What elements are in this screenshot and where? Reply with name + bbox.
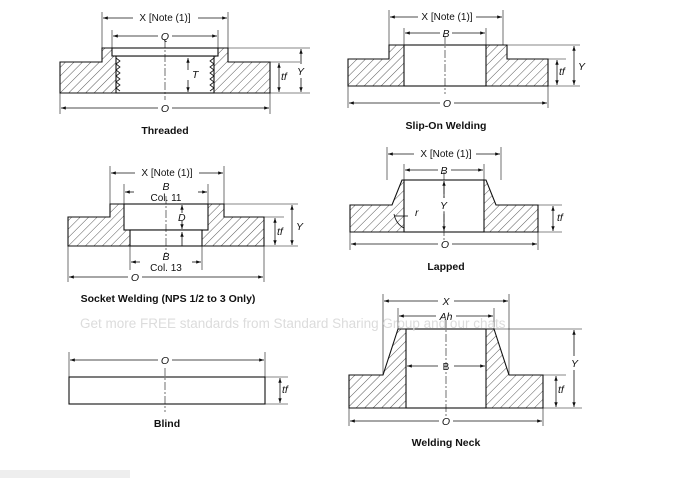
slipon-y-label: Y: [578, 61, 586, 73]
socket-b-top-label: B: [162, 181, 169, 193]
slipon-o-label: O: [443, 98, 451, 110]
weldneck-x-label: X: [441, 296, 450, 308]
bottom-scroll-strip: [0, 470, 130, 478]
lapped-caption: Lapped: [427, 261, 464, 273]
lapped-x-label: X [Note (1)]: [420, 149, 471, 160]
slipon-x-label: X [Note (1)]: [421, 12, 472, 23]
lapped-r-label: r: [415, 207, 419, 219]
threaded-q-label: Q: [161, 31, 169, 43]
watermark-text: Get more FREE standards from Standard Sh…: [80, 316, 506, 331]
socket-col13-label: Col. 13: [150, 263, 182, 274]
threaded-t-label: T: [192, 69, 200, 81]
lapped-b-label: B: [440, 165, 447, 177]
slipon-tf-label: tf: [559, 66, 566, 78]
threaded-y-label: Y: [297, 66, 305, 78]
socket-b-bottom-label: B: [162, 251, 169, 263]
thread-marks: [115, 57, 215, 92]
socket-x-label: X [Note (1)]: [141, 168, 192, 179]
weldneck-caption: Welding Neck: [412, 437, 481, 449]
socket-tf-label: tf: [277, 226, 284, 238]
view-blind: O tf Blind: [68, 352, 293, 430]
blind-caption: Blind: [154, 418, 180, 430]
slipon-caption: Slip-On Welding: [406, 120, 487, 132]
weldneck-y-label: Y: [571, 358, 579, 370]
weldneck-o-label: O: [442, 416, 450, 428]
socket-o-label: O: [131, 272, 139, 284]
socket-col11-label: Col. 11: [151, 193, 182, 204]
threaded-caption: Threaded: [141, 125, 188, 137]
threaded-x-label: X [Note (1)]: [139, 13, 190, 24]
socket-caption: Socket Welding (NPS 1/2 to 3 Only): [81, 293, 256, 305]
lapped-y-label: Y: [440, 200, 448, 212]
blind-tf-label: tf: [282, 384, 289, 396]
view-threaded: X [Note (1)] Q T tf Y O Threaded: [59, 12, 310, 137]
threaded-o-label: O: [161, 103, 169, 115]
blind-o-label: O: [161, 355, 169, 367]
lapped-tf-label: tf: [557, 212, 564, 224]
view-slip-on: X [Note (1)] B tf Y O Slip-On Welding: [347, 10, 587, 132]
socket-d-label: D: [178, 212, 186, 224]
view-welding-neck: X Ah B tf Y O Welding Neck: [348, 294, 582, 449]
weldneck-b-label: B: [443, 362, 450, 373]
socket-y-label: Y: [296, 221, 304, 233]
weldneck-ah-label: Ah: [439, 311, 453, 323]
view-lapped: r X [Note (1)] B Y tf O Lapped: [349, 147, 566, 273]
threaded-tf-label: tf: [281, 71, 288, 83]
view-socket-welding: X [Note (1)] B Col. 11 D tf Y B Col. 13: [67, 166, 305, 305]
weldneck-tf-label: tf: [558, 384, 565, 396]
slipon-b-label: B: [442, 28, 449, 40]
lapped-o-label: O: [441, 239, 449, 251]
